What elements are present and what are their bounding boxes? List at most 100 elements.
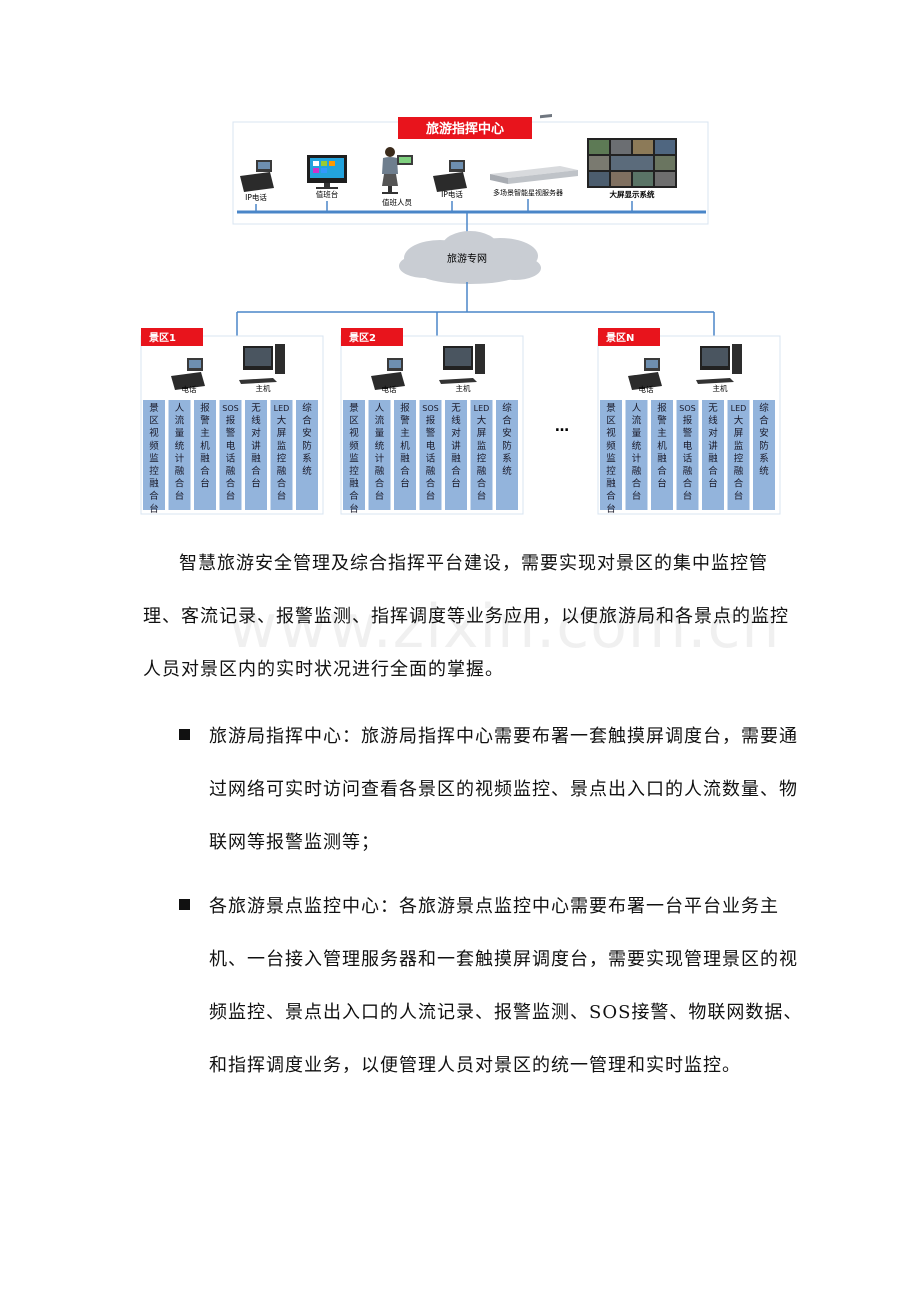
phone-label: 电话 <box>382 384 397 394</box>
zone-badge <box>598 328 660 346</box>
module-label: 景区视频监控融合台 <box>349 403 359 515</box>
module-column: 报警主机融合台 <box>394 400 416 510</box>
module-column: 报警主机融合台 <box>194 400 216 510</box>
ip-phone-icon <box>433 160 467 192</box>
watermark: www.zixin.com.cn <box>228 592 781 662</box>
video-wall-icon <box>587 138 677 188</box>
module-column: 无线对讲融合台 <box>445 400 467 510</box>
module-label: 报警主机融合台 <box>200 402 210 490</box>
module-bar <box>727 400 750 510</box>
module-column: 无线对讲融合台 <box>702 400 724 510</box>
module-bar <box>470 400 493 510</box>
phone-icon <box>171 358 205 390</box>
zone-title: 景区N <box>606 332 634 344</box>
module-bar <box>296 400 318 510</box>
host-label: 主机 <box>713 383 728 393</box>
top-device-label: IP电话 <box>245 192 267 202</box>
module-bar <box>194 400 216 510</box>
module-column: 综合安防系统 <box>496 400 518 510</box>
module-bar <box>343 400 365 510</box>
module-label: 报警主机融合台 <box>400 402 410 490</box>
module-bar <box>651 400 673 510</box>
operator-person-icon <box>382 147 413 194</box>
zone-title: 景区2 <box>349 332 376 344</box>
server-icon <box>490 113 578 184</box>
module-label: 综合安防系统 <box>759 402 769 477</box>
module-label: 综合安防系统 <box>302 402 312 477</box>
bullet-item: 旅游局指挥中心：旅游局指挥中心需要布署一套触摸屏调度台，需要通过网络可实时访问查… <box>143 710 803 869</box>
bullet-square-icon <box>179 899 190 910</box>
module-bar <box>625 400 648 510</box>
module-label: 景区视频监控融合台 <box>149 403 159 515</box>
module-column: 综合安防系统 <box>753 400 775 510</box>
module-label: 无线对讲融合台 <box>708 403 718 490</box>
module-bar <box>676 400 699 510</box>
module-column: 景区视频监控融合台 <box>143 400 165 515</box>
more-zones-ellipsis: … <box>555 419 569 435</box>
module-column: 人流量统计融合台 <box>368 400 391 510</box>
phone-icon <box>371 358 405 390</box>
module-column: 报警主机融合台 <box>651 400 673 510</box>
module-label: 人流量统计融合台 <box>175 403 185 502</box>
module-bar <box>702 400 724 510</box>
network-label: 旅游专网 <box>447 252 487 265</box>
phone-label: 电话 <box>639 384 654 394</box>
module-label: 无线对讲融合台 <box>451 403 461 490</box>
bullet-text: 各旅游景点监控中心：各旅游景点监控中心需要布署一台平台业务主机、一台接入管理服务… <box>209 896 803 1076</box>
module-bar <box>496 400 518 510</box>
host-computer-icon <box>239 344 285 384</box>
monitor-icon <box>307 155 347 189</box>
module-bar <box>394 400 416 510</box>
module-column: 景区视频监控融合台 <box>600 400 622 515</box>
zone-title: 景区1 <box>149 332 176 344</box>
module-bar <box>168 400 191 510</box>
top-device-label: 值班台 <box>316 189 339 199</box>
module-label: 综合安防系统 <box>502 402 512 477</box>
ip-phone-icon <box>240 160 274 192</box>
host-label: 主机 <box>256 383 271 393</box>
top-device-label: 值班人员 <box>382 197 412 207</box>
module-bar <box>143 400 165 510</box>
host-label: 主机 <box>456 383 471 393</box>
module-bar <box>419 400 442 510</box>
command-center-title: 旅游指挥中心 <box>426 121 504 137</box>
top-device-label: 多场景智能星视服务器 <box>493 188 563 197</box>
module-bar <box>219 400 242 510</box>
module-bar <box>270 400 293 510</box>
top-device-label: IP电话 <box>441 189 463 199</box>
module-label: 无线对讲融合台 <box>251 403 261 490</box>
top-device-label: 大屏显示系统 <box>610 189 655 199</box>
cloud-network-icon <box>399 231 541 284</box>
system-architecture-diagram: 旅游指挥中心 IP电话 值班台 值班人员 IP电话 <box>140 113 781 515</box>
module-column: 人流量统计融合台 <box>625 400 648 510</box>
zone-badge <box>141 328 203 346</box>
module-bar <box>445 400 467 510</box>
bullet-text: 旅游局指挥中心：旅游局指挥中心需要布署一套触摸屏调度台，需要通过网络可实时访问查… <box>209 726 798 853</box>
host-computer-icon <box>696 344 742 384</box>
module-label: 人流量统计融合台 <box>375 403 385 502</box>
zone-badge <box>341 328 403 346</box>
module-bar <box>245 400 267 510</box>
module-label: 人流量统计融合台 <box>632 403 642 502</box>
module-label: 景区视频监控融合台 <box>606 403 616 515</box>
phone-icon <box>628 358 662 390</box>
bullet-item: 各旅游景点监控中心：各旅游景点监控中心需要布署一台平台业务主机、一台接入管理服务… <box>143 880 803 1092</box>
module-bar <box>600 400 622 510</box>
host-computer-icon <box>439 344 485 384</box>
module-column: 人流量统计融合台 <box>168 400 191 510</box>
